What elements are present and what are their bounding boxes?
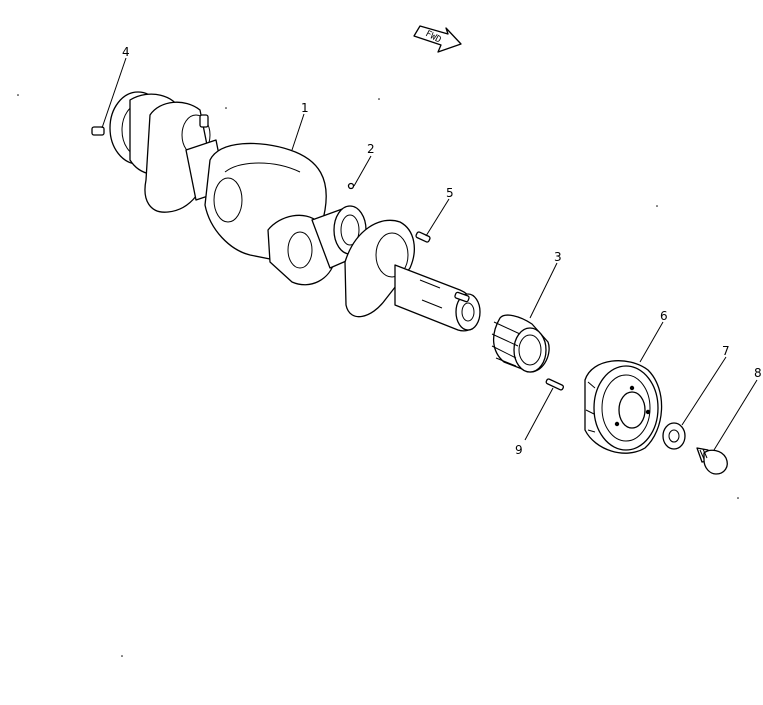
callout-7: 7 [722, 344, 730, 358]
fwd-arrow-icon: FWD [413, 25, 462, 53]
key-part [415, 231, 431, 243]
callout-6: 6 [660, 309, 668, 323]
pulley-part [584, 360, 663, 454]
leader-1 [291, 113, 305, 151]
crankshaft-part [109, 91, 481, 332]
leader-8 [713, 379, 758, 451]
leader-3 [529, 262, 558, 319]
leader-7 [681, 356, 727, 426]
callout-3: 3 [554, 250, 562, 264]
callout-8: 8 [754, 366, 762, 380]
scan-specks [17, 94, 739, 657]
callout-2: 2 [367, 142, 375, 156]
leader-2 [353, 155, 372, 187]
leader-lines [101, 57, 758, 451]
leader-5 [425, 198, 450, 237]
pin-part [545, 378, 564, 391]
callout-labels: 1 2 3 4 5 6 7 8 9 [122, 45, 762, 457]
callout-4: 4 [122, 45, 130, 59]
leader-4 [101, 57, 127, 129]
bolt-part [696, 447, 728, 475]
leader-9 [524, 387, 554, 441]
washer-part [662, 422, 686, 450]
dowel-pin-part [91, 126, 105, 136]
callout-1: 1 [301, 101, 309, 115]
leader-6 [639, 321, 664, 363]
callout-9: 9 [515, 443, 523, 457]
callout-5: 5 [446, 186, 454, 200]
crank-gear-part [491, 314, 550, 373]
